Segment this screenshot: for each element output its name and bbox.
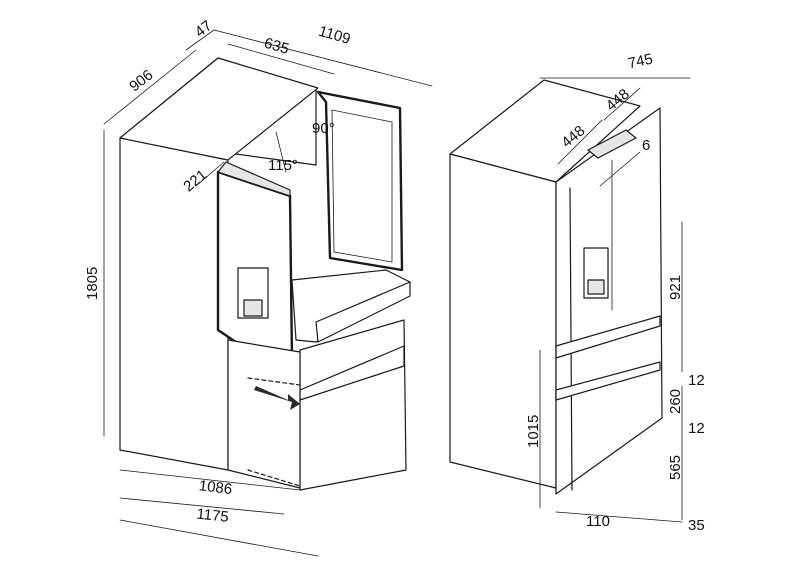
dispenser-tray bbox=[243, 299, 263, 317]
dim-745-label: 745 bbox=[626, 50, 654, 72]
lower-drawer-box bbox=[299, 319, 407, 491]
dim-1175-label: 1175 bbox=[196, 506, 230, 526]
dim-1109-label: 1109 bbox=[317, 23, 353, 48]
dim-448b-line bbox=[603, 87, 641, 121]
pull-arrow-icon bbox=[254, 386, 300, 410]
dim-12a-label: 12 bbox=[688, 372, 705, 389]
dim-1109-line bbox=[213, 29, 433, 87]
dim-35-label: 35 bbox=[688, 517, 705, 534]
dim-1086-label: 1086 bbox=[198, 477, 233, 498]
left-top-surface bbox=[119, 57, 319, 161]
top-control-panel bbox=[587, 129, 637, 159]
drawer-gap-1 bbox=[555, 315, 661, 359]
left-view-fridge bbox=[119, 57, 411, 491]
dim-6-label: 6 bbox=[642, 137, 650, 154]
dim-921-label: 921 bbox=[667, 275, 684, 300]
dim-635-line bbox=[227, 43, 335, 75]
drawer-gap-2 bbox=[555, 361, 661, 401]
right-view-fridge bbox=[449, 79, 663, 495]
dim-47-line bbox=[185, 29, 215, 51]
dim-12b-label: 12 bbox=[688, 420, 705, 437]
pull-guide-top bbox=[247, 377, 301, 386]
dim-1175-line bbox=[119, 497, 285, 515]
dim-906-line bbox=[103, 49, 197, 125]
left-lower-door bbox=[227, 339, 301, 489]
left-body-panel bbox=[119, 137, 229, 471]
dim-110-label: 110 bbox=[586, 513, 610, 530]
dim-1086-line bbox=[119, 469, 301, 491]
angle-115-line bbox=[275, 131, 287, 173]
dim-110-line bbox=[555, 511, 683, 523]
dim-221-line bbox=[195, 161, 225, 187]
dim-47-label: 47 bbox=[192, 17, 216, 41]
dim-565-label: 565 bbox=[667, 455, 684, 480]
right-door-inner bbox=[331, 109, 393, 263]
dim-906-label: 906 bbox=[126, 66, 156, 95]
door-seam bbox=[569, 187, 573, 491]
dim-448a-line bbox=[557, 119, 603, 165]
angle-90-label: 90° bbox=[312, 120, 335, 137]
dim-base-line bbox=[119, 519, 319, 557]
dim-260-label: 260 bbox=[667, 389, 684, 414]
dim-1805-label: 1805 bbox=[84, 267, 101, 300]
pull-guide-bottom bbox=[247, 469, 301, 487]
left-door-edge bbox=[217, 161, 291, 197]
upper-drawer-front bbox=[315, 281, 411, 343]
dim-1015-label: 1015 bbox=[525, 415, 542, 448]
right-dispenser-tray bbox=[587, 279, 605, 295]
dim-6-line bbox=[599, 151, 641, 187]
angle-115-label: 115° bbox=[268, 157, 298, 174]
